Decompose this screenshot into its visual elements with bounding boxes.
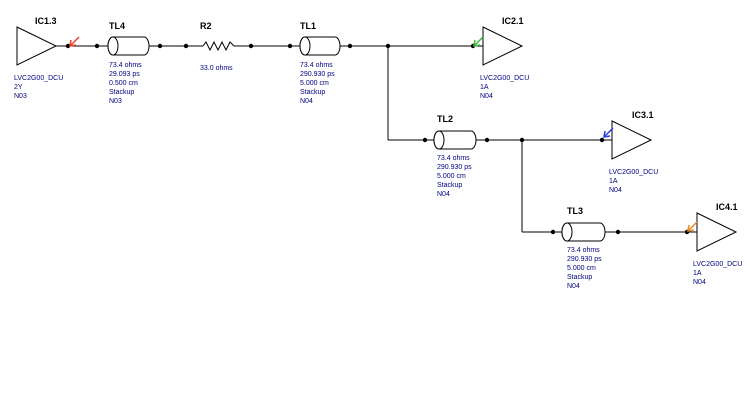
- model-label: LVC2G00_DCU: [14, 75, 63, 82]
- ref-designator: IC3.1: [632, 110, 654, 120]
- receiver-ic2-1[interactable]: IC2.1 LVC2G00_DCU 1A N04: [480, 16, 529, 100]
- impedance-label: 73.4 ohms: [300, 62, 333, 69]
- buffer-symbol: [611, 120, 653, 160]
- tline-end: [299, 36, 311, 56]
- ref-designator: TL4: [109, 21, 125, 31]
- junction-dots: [65, 43, 690, 235]
- delay-label: 290.930 ps: [567, 256, 602, 263]
- buffer-symbol: [696, 212, 738, 252]
- ref-designator: IC1.3: [35, 16, 57, 26]
- ref-designator: TL2: [437, 114, 453, 124]
- resistor-zigzag: [202, 40, 235, 52]
- delay-label: 290.930 ps: [437, 164, 472, 171]
- probe-arrow-icon[interactable]: [473, 36, 484, 47]
- pin-dot: [615, 229, 621, 235]
- length-label: 5.000 cm: [567, 265, 596, 272]
- receiver-ic3-1[interactable]: IC3.1 LVC2G00_DCU 1A N04: [609, 110, 658, 194]
- pin-dot: [157, 43, 163, 49]
- model-label: Stackup: [109, 89, 134, 96]
- net-label: N04: [567, 283, 580, 290]
- pin-dot: [484, 137, 490, 143]
- pin-label: 1A: [480, 84, 489, 91]
- tline-end: [107, 36, 119, 56]
- probe-arrow-icon[interactable]: [69, 36, 80, 47]
- net-label: N04: [693, 279, 706, 286]
- pin-label: 1A: [693, 270, 702, 277]
- pin-dot: [94, 43, 100, 49]
- impedance-label: 73.4 ohms: [567, 247, 600, 254]
- tline-end: [433, 130, 445, 150]
- ref-designator: IC4.1: [716, 202, 738, 212]
- ref-designator: TL1: [300, 21, 316, 31]
- impedance-label: 73.4 ohms: [109, 62, 142, 69]
- model-label: Stackup: [437, 182, 462, 189]
- probe-arrow-icon[interactable]: [603, 127, 614, 138]
- pin-label: 2Y: [14, 84, 23, 91]
- pin-dot: [65, 43, 71, 49]
- pin-label: 1A: [609, 178, 618, 185]
- length-label: 5.000 cm: [300, 80, 329, 87]
- pin-dot: [422, 137, 428, 143]
- transmission-line-tl3[interactable]: TL3 73.4 ohms 290.930 ps 5.000 cm Stacku…: [561, 206, 606, 290]
- impedance-label: 73.4 ohms: [437, 155, 470, 162]
- model-label: LVC2G00_DCU: [480, 75, 529, 82]
- buffer-symbol: [482, 26, 524, 66]
- transmission-line-tl1[interactable]: TL1 73.4 ohms 290.930 ps 5.000 cm Stacku…: [299, 21, 341, 105]
- buffer-symbol: [16, 26, 58, 66]
- delay-label: 29.093 ps: [109, 71, 140, 78]
- resistor-r2[interactable]: R2 33.0 ohms: [200, 21, 235, 72]
- ref-designator: R2: [200, 21, 212, 31]
- model-label: Stackup: [567, 274, 592, 281]
- pin-dot: [183, 43, 189, 49]
- probe-arrow-icon[interactable]: [687, 221, 698, 232]
- model-label: Stackup: [300, 89, 325, 96]
- junction-dot: [385, 43, 391, 49]
- net-label: N04: [437, 191, 450, 198]
- pin-dot: [599, 137, 605, 143]
- ref-designator: TL3: [567, 206, 583, 216]
- net-label: N03: [109, 98, 122, 105]
- tline-end: [561, 222, 573, 242]
- net-label: N04: [609, 187, 622, 194]
- net-label: N04: [480, 93, 493, 100]
- length-label: 5.000 cm: [437, 173, 466, 180]
- model-label: LVC2G00_DCU: [609, 169, 658, 176]
- length-label: 0.500 cm: [109, 80, 138, 87]
- pin-dot: [248, 43, 254, 49]
- pin-dot: [347, 43, 353, 49]
- value-label: 33.0 ohms: [200, 65, 233, 72]
- driver-ic1-3[interactable]: IC1.3 LVC2G00_DCU 2Y N03: [14, 16, 63, 100]
- model-label: LVC2G00_DCU: [693, 261, 742, 268]
- transmission-line-tl2[interactable]: TL2 73.4 ohms 290.930 ps 5.000 cm Stacku…: [433, 114, 477, 198]
- transmission-line-tl4[interactable]: TL4 73.4 ohms 29.093 ps 0.500 cm Stackup…: [107, 21, 150, 105]
- wires: [56, 45, 697, 233]
- pin-dot: [287, 43, 293, 49]
- net-label: N04: [300, 98, 313, 105]
- ref-designator: IC2.1: [502, 16, 524, 26]
- junction-dot: [519, 137, 525, 143]
- net-label: N03: [14, 93, 27, 100]
- delay-label: 290.930 ps: [300, 71, 335, 78]
- pin-dot: [550, 229, 556, 235]
- probe-arrows: [69, 36, 698, 232]
- receiver-ic4-1[interactable]: IC4.1 LVC2G00_DCU 1A N04: [693, 202, 742, 286]
